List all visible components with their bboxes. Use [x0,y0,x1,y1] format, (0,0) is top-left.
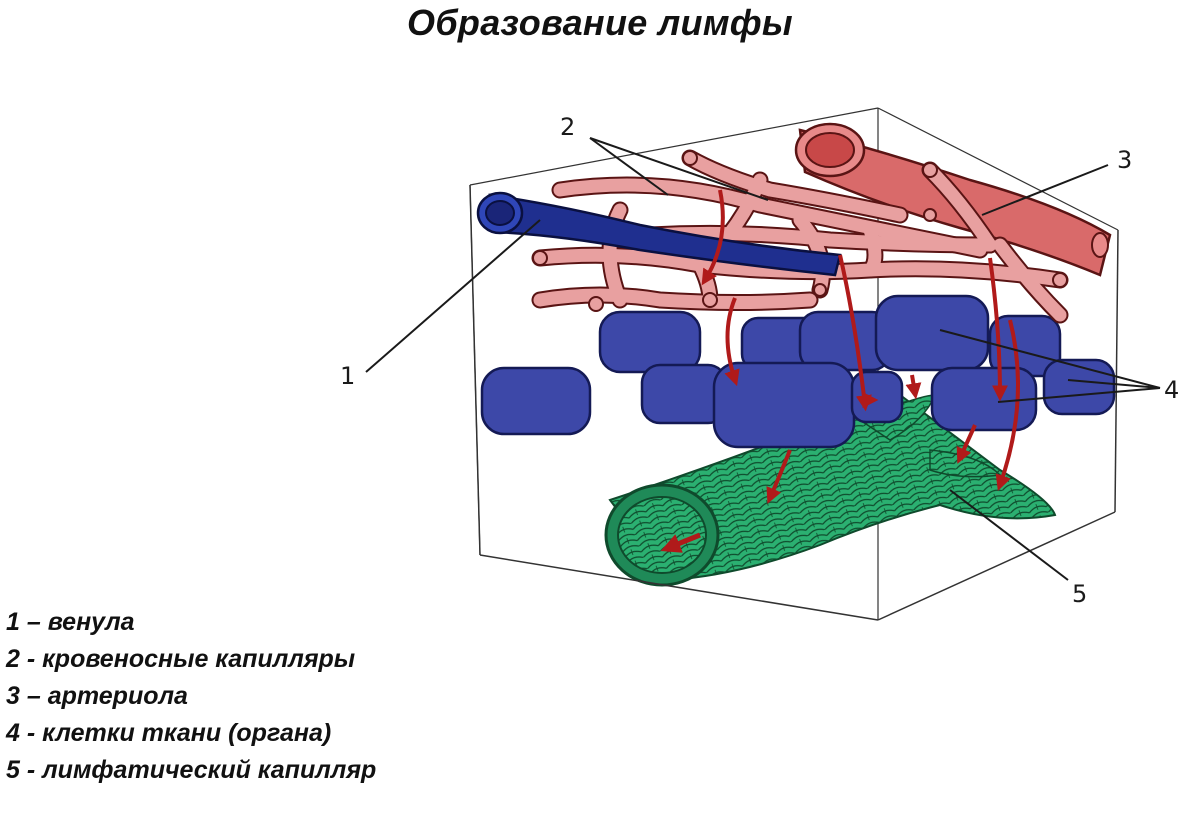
label-1: 1 [340,362,355,390]
leader-lines [365,137,1161,581]
label-3: 3 [1117,146,1132,174]
page-title: Образование лимфы [407,2,793,43]
label-2: 2 [560,113,575,141]
legend-item-lymphatic-capillary: 5 - лимфатический капилляр [6,756,377,784]
legend-item-tissue-cells: 4 - клетки ткани (органа) [6,719,332,747]
legend: 1 – венула 2 - кровеносные капилляры 3 –… [6,604,376,789]
cube-front-edges [469,184,1119,621]
legend-item-blood-capillaries: 2 - кровеносные капилляры [6,645,356,673]
legend-item-arteriole: 3 – артериола [6,682,188,710]
legend-item-venule: 1 – венула [6,608,135,636]
label-4: 4 [1164,376,1179,404]
blood-capillaries [531,149,1069,324]
venule [476,191,842,277]
tissue-cells [480,294,1116,449]
label-5: 5 [1072,580,1087,608]
